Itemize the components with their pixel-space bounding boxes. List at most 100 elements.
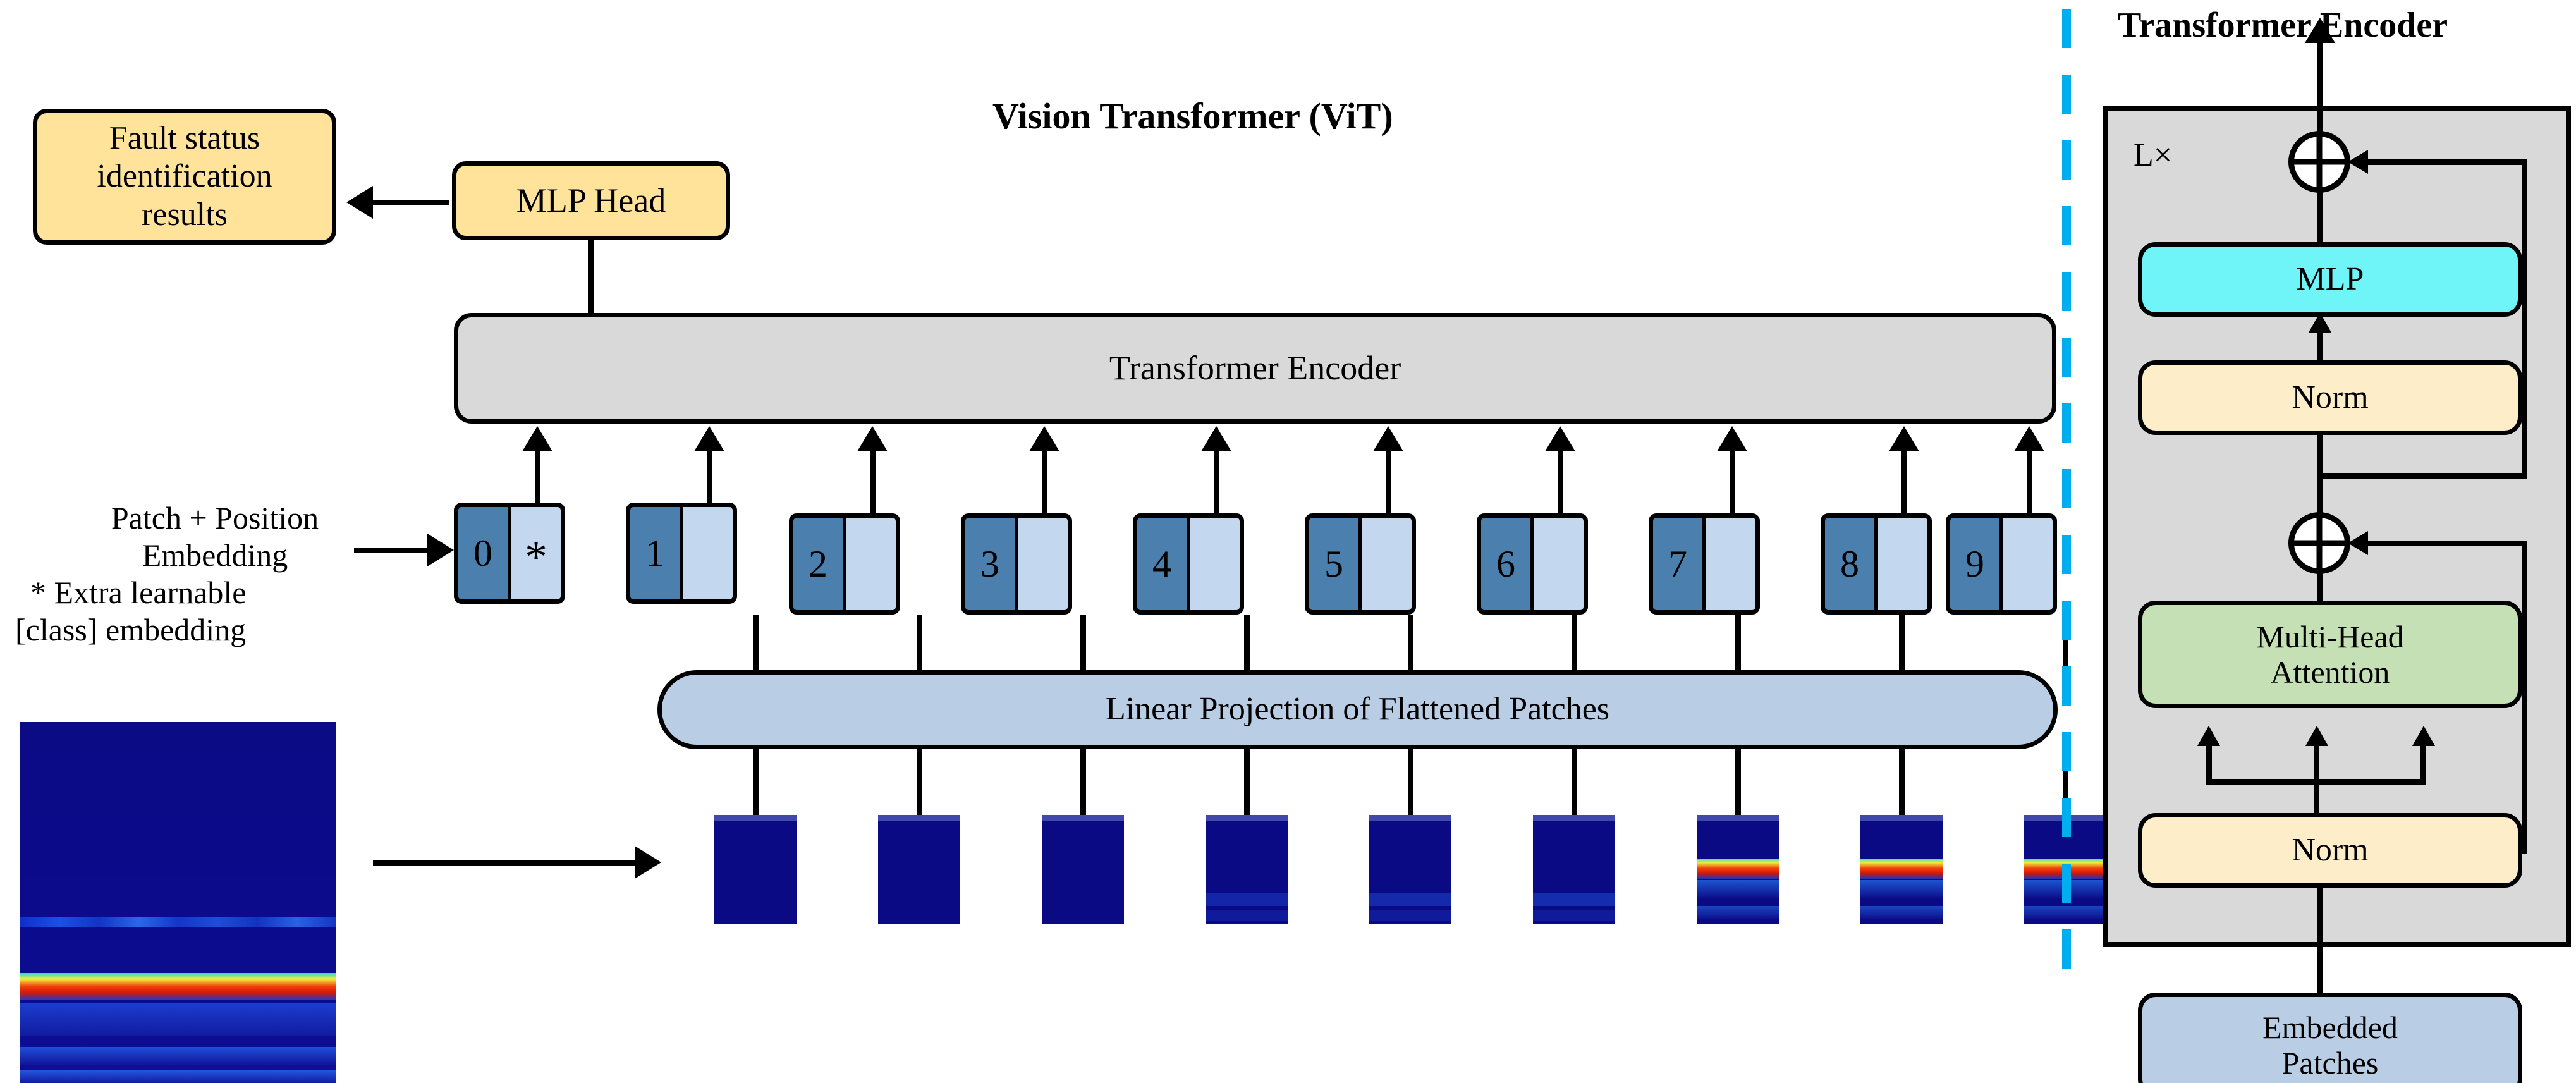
residual-top-horizontal xyxy=(2364,159,2527,165)
token-5-to-encoder-arrowhead xyxy=(1373,426,1403,451)
token-8-patch-half xyxy=(1874,518,1927,610)
patch-4-top-edge xyxy=(1206,815,1288,821)
norm-top-to-mlp-arrowhead xyxy=(2309,312,2331,333)
fault-status-results-box: Fault status identification results xyxy=(33,109,336,245)
embedding-token-3: 3 xyxy=(961,513,1072,615)
patch-5-faint-band-2 xyxy=(1369,910,1451,921)
token-0-number: 0 xyxy=(473,532,492,574)
norm-top-to-add-mid-line xyxy=(2317,434,2323,541)
token-1-position-half: 1 xyxy=(630,507,680,599)
token-9-patch-half xyxy=(1999,518,2053,610)
source-spectrogram-image xyxy=(20,722,336,1083)
residual-mid-arrowhead xyxy=(2348,531,2368,555)
embedded-line-2: Patches xyxy=(2281,1044,2379,1080)
spectrogram-to-patches-line xyxy=(373,860,638,866)
embedding-caption: Patch + Position Embedding * Extra learn… xyxy=(13,499,417,649)
embedding-caption-line-1: Patch + Position xyxy=(111,500,319,535)
token-3-patch-half xyxy=(1015,518,1068,610)
result-line-2: identification xyxy=(97,158,272,195)
mlp-to-results-line xyxy=(373,200,449,205)
patch-6-faint-band-2 xyxy=(1533,910,1615,921)
patch-8-to-projection-line xyxy=(1899,749,1905,815)
patch-7-lower-energy xyxy=(1697,880,1779,898)
residual-top-arrowhead xyxy=(2348,150,2368,174)
token-5-number: 5 xyxy=(1324,543,1343,585)
token-0-position-half: 0 xyxy=(458,507,508,599)
embedding-token-9: 9 xyxy=(1946,513,2057,615)
embedding-token-6: 6 xyxy=(1477,513,1588,615)
token-1-to-encoder-arrowhead xyxy=(694,426,724,451)
token-8-to-encoder-arrowhead xyxy=(1889,426,1919,451)
result-line-1: Fault status xyxy=(109,120,260,157)
patch-8-top-edge xyxy=(1860,815,1943,821)
panel-divider xyxy=(2062,9,2071,982)
mlp-head-to-encoder-line xyxy=(588,239,594,315)
patch-thumbnail-1 xyxy=(714,815,797,924)
norm-bottom-box: Norm xyxy=(2138,813,2522,888)
token-9-number: 9 xyxy=(1965,543,1984,585)
embedding-token-4: 4 xyxy=(1133,513,1244,615)
embedding-token-5: 5 xyxy=(1305,513,1416,615)
projection-to-token-line-5 xyxy=(1408,615,1413,670)
linear-projection-bar: Linear Projection of Flattened Patches xyxy=(657,670,2058,749)
add-top-to-mlp-line xyxy=(2317,190,2323,253)
token-8-to-encoder-line xyxy=(1901,450,1907,513)
token-3-number: 3 xyxy=(980,543,999,585)
patch-4-faint-band-2 xyxy=(1206,910,1288,921)
token-5-patch-half xyxy=(1358,518,1412,610)
qkv-right-riser xyxy=(2420,738,2426,781)
token-2-patch-half xyxy=(843,518,896,610)
residual-mid-horizontal xyxy=(2364,541,2527,546)
patch-5-to-projection-line xyxy=(1408,749,1413,815)
norm-top-box: Norm xyxy=(2138,360,2522,435)
patch-7-to-projection-line xyxy=(1735,749,1741,815)
token-6-position-half: 6 xyxy=(1481,518,1530,610)
patch-thumbnail-7 xyxy=(1697,815,1779,924)
token-2-to-encoder-arrowhead xyxy=(857,426,888,451)
embedding-token-1: 1 xyxy=(626,503,737,604)
token-9-position-half: 9 xyxy=(1950,518,1999,610)
residual-top-vertical xyxy=(2522,159,2527,479)
embedded-to-norm-line xyxy=(2317,886,2323,1003)
token-4-number: 4 xyxy=(1152,543,1171,585)
qkv-arrow-right xyxy=(2412,726,2435,746)
multi-head-attention-box: Multi-Head Attention xyxy=(2138,601,2522,708)
attention-line-1: Multi-Head xyxy=(2256,619,2404,654)
projection-to-token-line-1 xyxy=(753,615,759,670)
residual-add-top xyxy=(2288,131,2350,193)
token-4-to-encoder-line xyxy=(1214,450,1219,513)
transformer-encoder-bar: Transformer Encoder xyxy=(454,313,2056,424)
patch-3-to-projection-line xyxy=(1080,749,1086,815)
token-0-to-encoder-arrowhead xyxy=(522,426,552,451)
token-7-to-encoder-arrowhead xyxy=(1717,426,1747,451)
token-6-to-encoder-arrowhead xyxy=(1545,426,1575,451)
patch-1-top-edge xyxy=(714,815,797,821)
patch-thumbnail-2 xyxy=(878,815,960,924)
token-4-position-half: 4 xyxy=(1137,518,1187,610)
projection-to-token-line-7 xyxy=(1735,615,1741,670)
encoder-output-line xyxy=(2317,39,2323,159)
qkv-center-riser xyxy=(2314,738,2319,814)
token-0-to-encoder-line xyxy=(535,450,540,503)
token-2-number: 2 xyxy=(809,543,827,585)
patch-2-to-projection-line xyxy=(917,749,922,815)
patch-6-top-edge xyxy=(1533,815,1615,821)
patch-1-to-projection-line xyxy=(753,749,759,815)
token-7-patch-half xyxy=(1702,518,1755,610)
spectrogram-to-patches-arrowhead xyxy=(635,846,661,879)
token-7-position-half: 7 xyxy=(1653,518,1702,610)
mlp-box: MLP xyxy=(2138,242,2522,317)
embedding-token-7: 7 xyxy=(1649,513,1760,615)
patch-4-to-projection-line xyxy=(1244,749,1250,815)
token-6-patch-half xyxy=(1530,518,1584,610)
patch-thumbnail-8 xyxy=(1860,815,1943,924)
patch-2-top-edge xyxy=(878,815,960,821)
mlp-to-results-arrowhead xyxy=(346,186,373,219)
projection-to-token-line-6 xyxy=(1572,615,1577,670)
embedding-caption-line-4: [class] embedding xyxy=(15,612,247,647)
token-3-to-encoder-line xyxy=(1042,450,1047,513)
projection-to-token-line-8 xyxy=(1899,615,1905,670)
token-1-patch-half xyxy=(680,507,733,599)
patch-7-hot-band xyxy=(1697,858,1779,879)
